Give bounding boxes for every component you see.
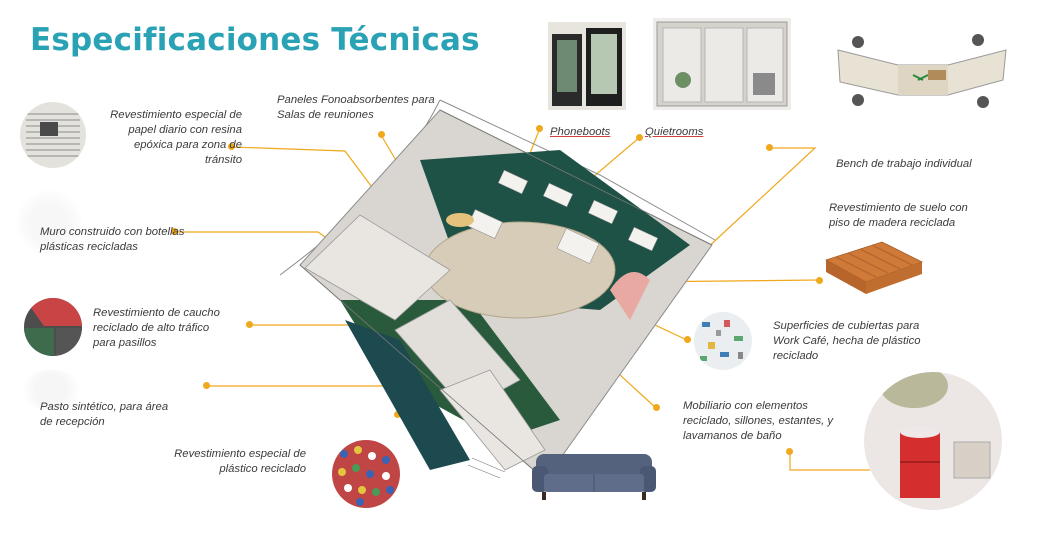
connector-bench (704, 147, 817, 251)
connector-dot (378, 131, 385, 138)
bench-photo (828, 20, 1016, 128)
label-muro: Muro construido con botellas plásticas r… (40, 226, 185, 253)
connector-dot (636, 134, 643, 141)
page-title: Especificaciones Técnicas (30, 22, 480, 58)
label-phoneboots: Phoneboots (550, 126, 611, 138)
sofa-photo (530, 448, 658, 506)
connector-banio (789, 452, 870, 471)
connector-dot (786, 448, 793, 455)
connector-dot (684, 336, 691, 343)
label-mobiliario: Mobiliario con elementos reciclado, sill… (683, 400, 834, 442)
recycled-plastic-countertop-swatch (694, 312, 752, 370)
recycled-plastic-swatch (332, 440, 400, 508)
rubber-texture-swatch (24, 298, 82, 356)
label-suelo: Revestimiento de suelo con piso de mader… (829, 202, 968, 229)
connector-dot (653, 404, 660, 411)
label-plastico: Revestimiento especial de plástico recic… (174, 448, 306, 475)
connector-dot (816, 277, 823, 284)
wood-pallet-photo (822, 238, 926, 296)
label-quietrooms: Quietrooms (645, 126, 704, 138)
label-papel: Revestimiento especial de papel diario c… (110, 109, 242, 166)
recycled-sink-photo (864, 372, 1002, 510)
label-caucho: Revestimiento de caucho reciclado de alt… (93, 307, 220, 349)
label-paneles: Paneles Fonoabsorbentes para Salas de re… (277, 94, 435, 121)
label-pasto: Pasto sintético, para área de recepción (40, 401, 169, 428)
label-cubiertas: Superficies de cubiertas para Work Café,… (773, 320, 921, 362)
connector-dot (171, 228, 178, 235)
phoneboot-photo (548, 22, 626, 110)
label-bench: Bench de trabajo individual (836, 158, 972, 170)
bottle-wall-swatch (16, 190, 82, 256)
connector-dot (536, 125, 543, 132)
grass-swatch (18, 370, 84, 410)
newspaper-texture-swatch (20, 102, 86, 168)
connector-dot (246, 321, 253, 328)
connector-dot (394, 411, 401, 418)
connector-dot (228, 143, 235, 150)
connector-dot (766, 144, 773, 151)
quietroom-photo (653, 18, 791, 110)
connector-dot (203, 382, 210, 389)
